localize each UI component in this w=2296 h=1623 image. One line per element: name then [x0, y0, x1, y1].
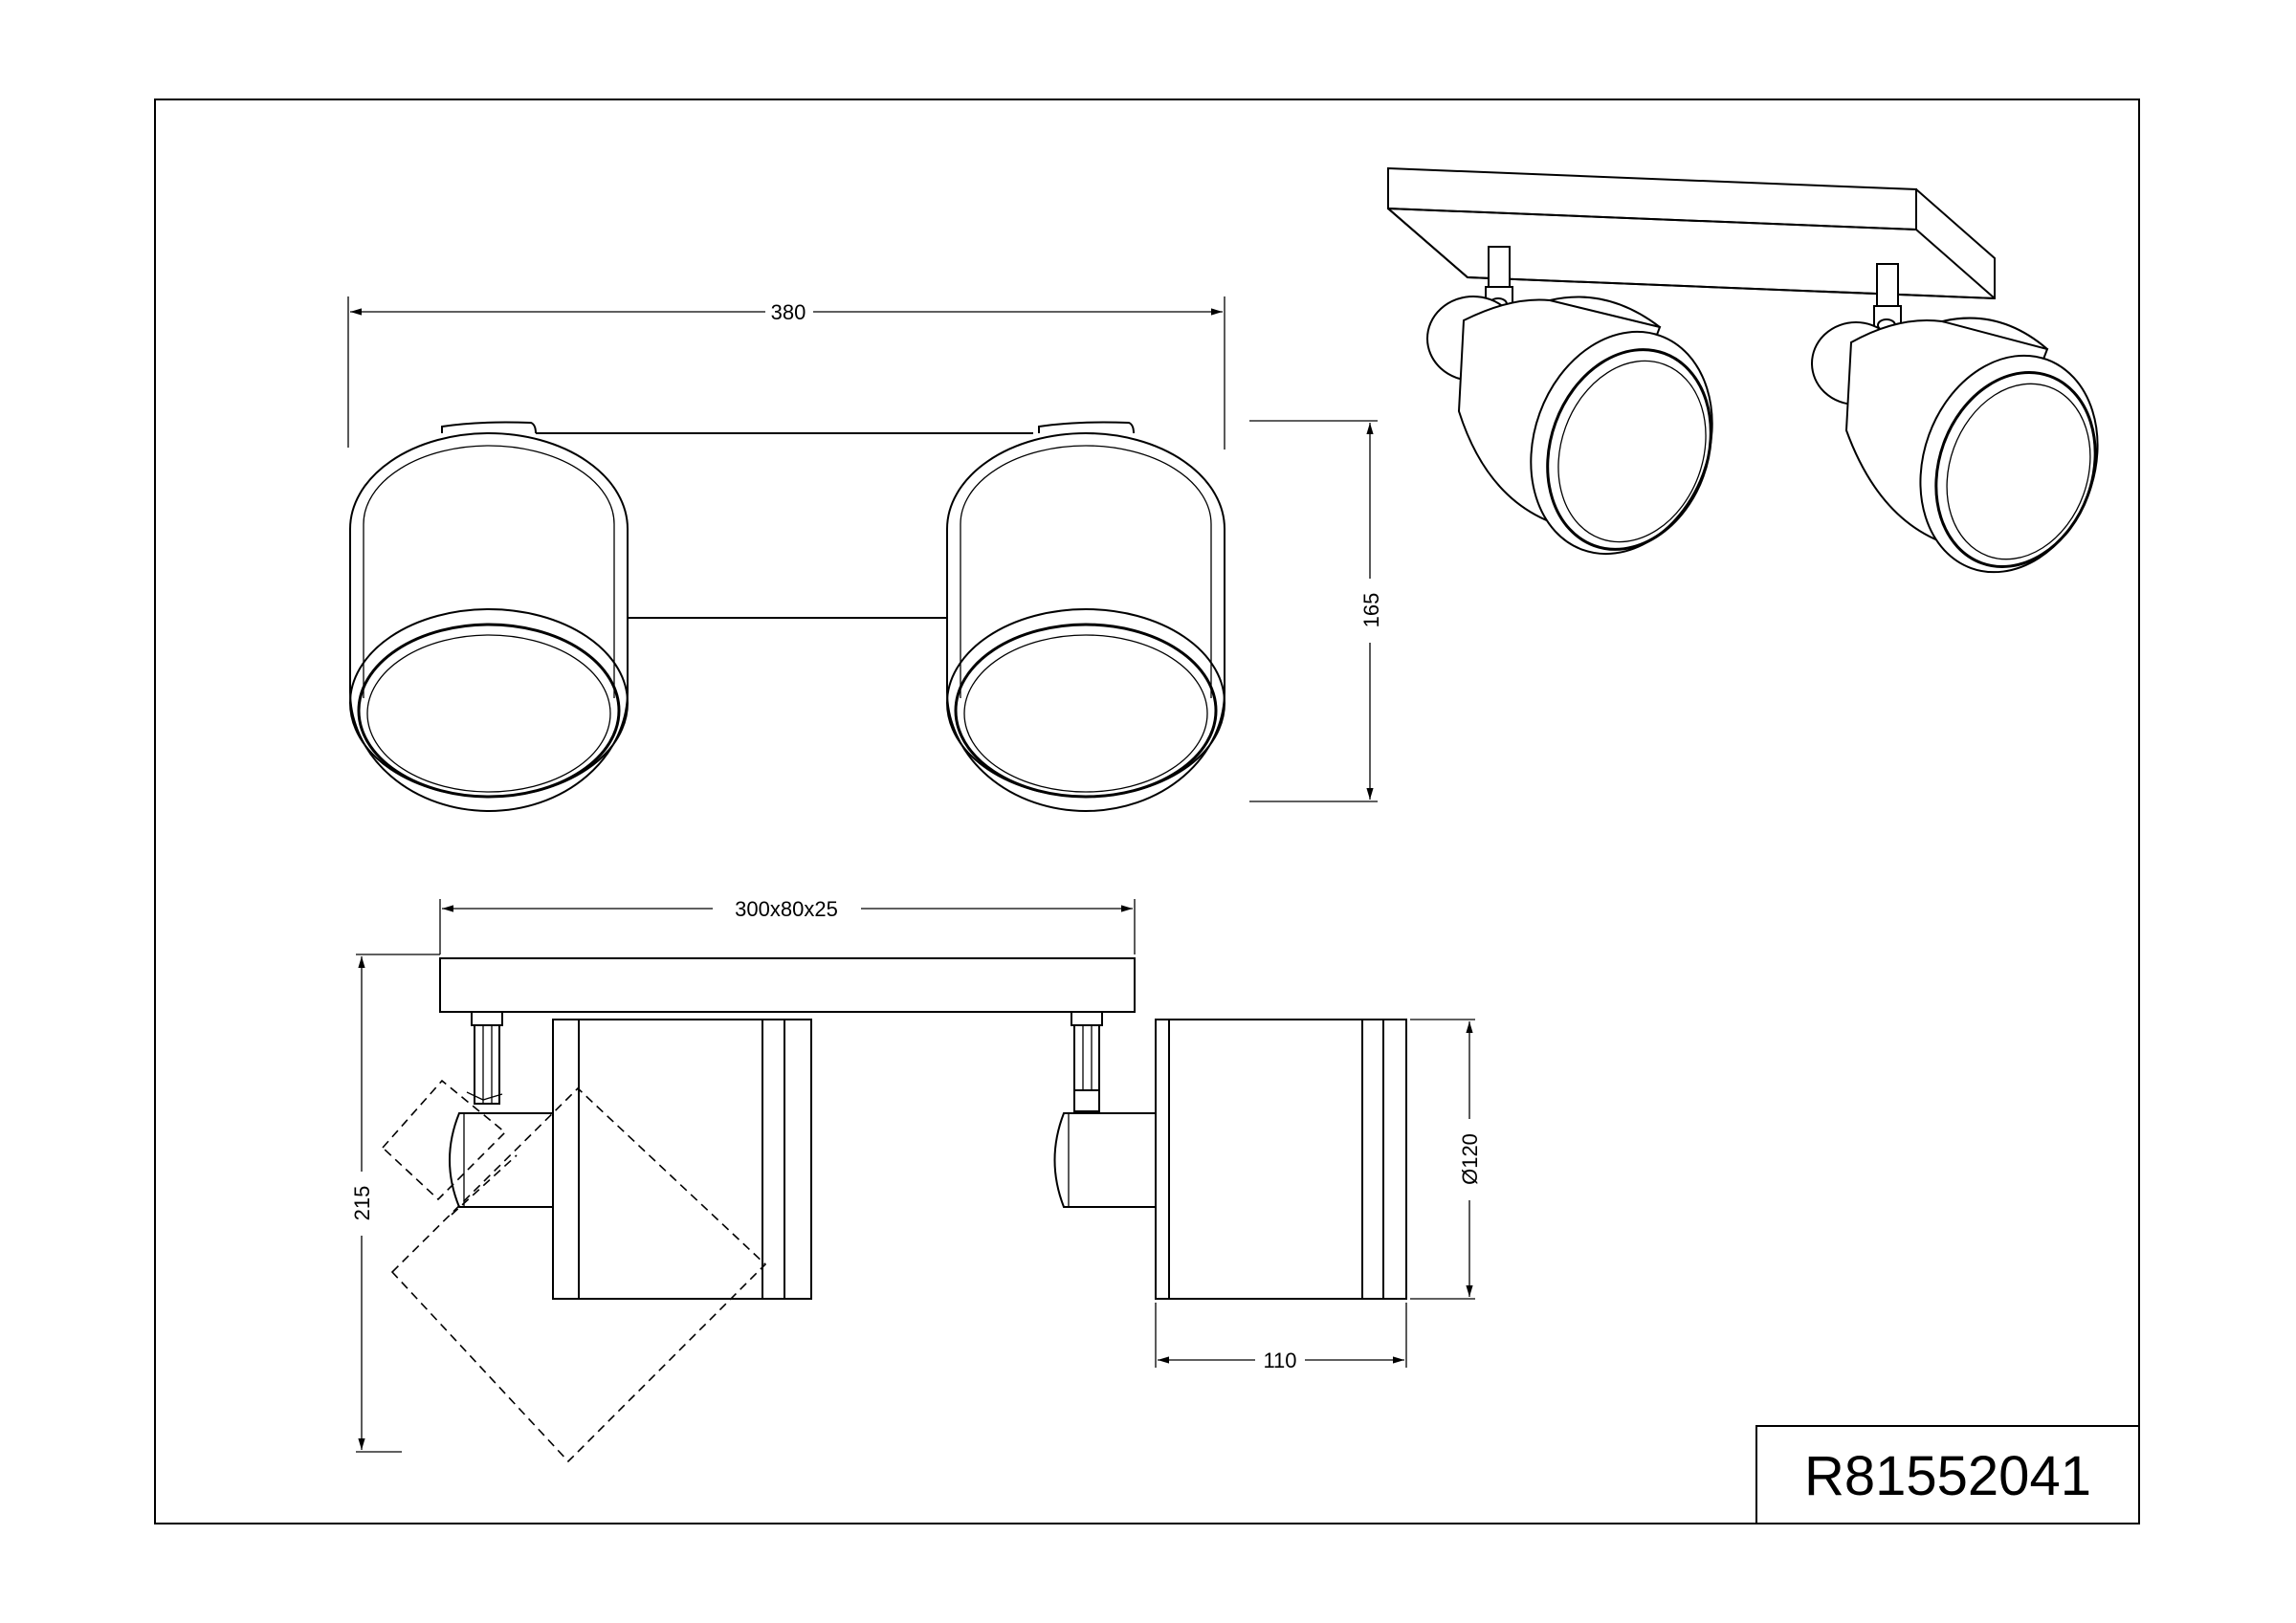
- iso-spot-right: [1811, 263, 2099, 574]
- title-block: R81552041: [1755, 1425, 2140, 1524]
- front-shade-right: [946, 432, 1225, 812]
- dimension-shade-diameter: Ø120: [1458, 1133, 1482, 1185]
- drawing-frame: [154, 99, 2140, 1524]
- front-view: 380 165: [347, 296, 1383, 812]
- dimension-shade-depth: 110: [1263, 1349, 1296, 1372]
- dimension-front-height: 165: [1359, 593, 1383, 628]
- dimension-base-plate: 300x80x25: [735, 897, 838, 921]
- isometric-view: [1387, 166, 2099, 574]
- product-code: R81552041: [1804, 1445, 2091, 1507]
- front-shade-left: [349, 432, 629, 812]
- dimension-front-width: 380: [771, 300, 806, 324]
- side-view: 300x80x25 215 Ø120 110: [350, 897, 1482, 1463]
- dimension-side-height: 215: [350, 1186, 374, 1221]
- iso-spot-left: [1426, 246, 1713, 556]
